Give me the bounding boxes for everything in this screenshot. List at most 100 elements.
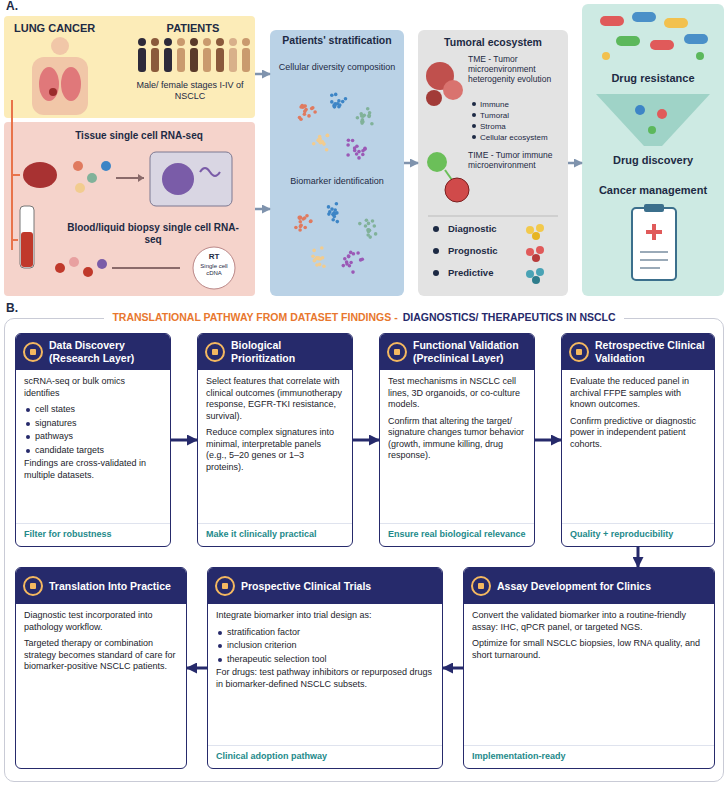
card-header: Retrospective Clinical Validation [562,334,714,370]
panel-text: LUNG CANCER [14,22,124,35]
cell-dot [344,97,348,101]
bullet-dot [26,422,30,426]
panel-text: Cancer management [588,184,718,197]
illustration-shape [190,48,198,72]
cell-dot [333,208,337,212]
flow-arrow [171,439,197,442]
illustration-shape [418,30,568,296]
cell-dot [347,255,351,259]
step-card: Data Discovery (Research Layer) scRNA-seq… [15,333,171,547]
bullet-dot [26,408,30,412]
illustration-shape [39,67,59,101]
cell-dot [330,100,334,104]
illustration-shape [112,267,180,269]
cell-dot [334,93,338,97]
list-item: cell states [24,404,162,416]
card-icon-mark [30,349,36,355]
panel-text: Blood/liquid biopsy single cell RNA-seq [60,222,246,246]
cell-dot [313,259,317,263]
panel-text: Diagnostic [448,223,528,234]
card-footer: Clinical adoption pathway [208,745,442,768]
illustration-shape [616,36,640,46]
illustration-shape [151,38,159,46]
cell-dot [364,224,368,228]
cell-dot [374,232,378,236]
illustration-shape [216,48,224,72]
label: Single cell cDNA [195,263,233,277]
illustration-shape [75,183,85,193]
label: RT [200,252,228,261]
cell-dot [356,251,360,255]
illustration-shape [433,270,439,276]
cell-dot [351,139,355,143]
cell-dot [351,270,355,274]
flow-arrow [255,208,270,211]
illustration-shape [696,52,704,60]
illustration-shape [427,152,447,172]
cell-dot [349,251,353,255]
cell-dot [333,105,337,109]
card-text: Optimize for small NSCLC biopsies, low R… [472,638,706,661]
illustration-shape [190,38,198,46]
cell-dot [353,146,357,150]
panel-box: Drug resistanceDrug discoveryCancer mana… [582,4,724,296]
illustration-shape [644,204,664,212]
cell-dot [315,263,319,267]
cell-dot [343,257,347,261]
flow-arrow [404,162,418,165]
bullet-dot [218,658,222,662]
step-card: Translation Into PracticeDiagnostic test… [15,567,187,769]
cell-dot [331,218,335,222]
illustration-shape [472,113,476,117]
illustration-shape [177,48,185,72]
bullet-dot [218,644,222,648]
card-title: Data Discovery (Research Layer) [49,339,163,364]
card-icon-mark [30,583,36,589]
card-icon [215,576,235,596]
list-item: stratification factor [216,627,434,639]
cell-dot [298,116,302,120]
flow-arrow [187,667,207,670]
illustration-shape [650,40,674,50]
card-text: Integrate biomarker into trial design as… [216,610,434,622]
card-body: Integrate biomarker into trial design as… [208,604,442,695]
cell-dot [361,257,365,261]
illustration-shape [632,12,656,22]
illustration-shape [87,173,97,183]
panel-box: Tumoral ecosystemTME - Tumor microenviro… [418,30,568,296]
illustration-shape [646,224,662,240]
cell-dot [325,148,329,152]
cell-dot [347,254,351,258]
illustration-shape [83,267,93,277]
illustration-shape [200,168,220,176]
bullet-dot [26,435,30,439]
cell-dot [366,107,370,111]
blood-sampling [20,206,235,289]
panel-grounds [4,4,724,296]
panel-text: TME - Tumor microenvironment heterogenit… [468,54,564,85]
card-text: Confirm predictive or diagnostic power i… [570,416,706,451]
card-text: scRNA-seq or bulk omics identifies [24,376,162,399]
flow-arrow [535,439,561,442]
cell-dot [317,256,321,260]
card-icon [471,576,491,596]
funnel [596,94,710,146]
card-text: Confirm that altering the target/ signat… [388,416,526,462]
illustration-shape [445,170,452,180]
illustration-shape [526,226,534,234]
illustration-shape [229,38,237,46]
illustration-shape [632,208,676,280]
cell-dot [312,142,316,146]
panel-text: Drug resistance [588,72,718,85]
illustration-shape [138,38,146,46]
illustration-shape [177,38,185,46]
label: A. [6,0,36,14]
illustration-shape [61,67,81,101]
card-footer: Filter for robustness [16,523,170,546]
cell-dot [299,220,303,224]
card-footer: Quality + reproducibility [562,523,714,546]
list-item: therapeutic selection tool [216,654,434,666]
lung-figure [32,37,88,115]
illustration-shape [600,16,624,26]
illustration-shape [164,38,172,46]
